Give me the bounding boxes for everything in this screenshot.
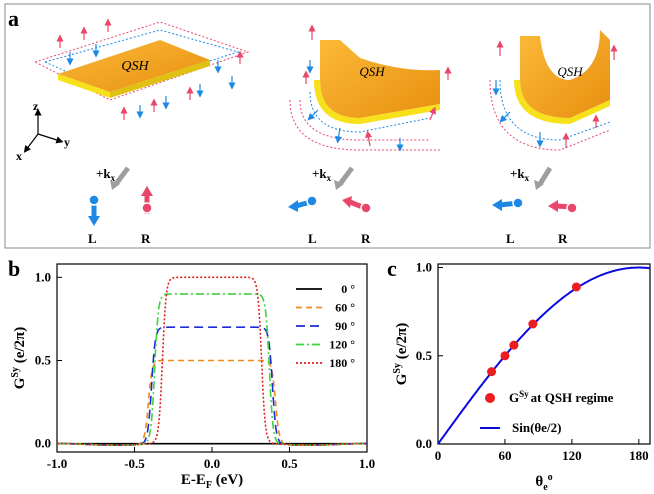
kx-label-1: +kx (96, 166, 116, 183)
legend-curve-label: Sin(θe/2) (512, 420, 561, 435)
legend-label: 0 ° (341, 282, 355, 296)
sin-curve (438, 266, 650, 444)
panel-b-xtick-label: 0.5 (281, 456, 298, 471)
panel-c-ytick-label: 0.0 (416, 436, 432, 451)
data-point (528, 319, 538, 329)
panel-b-xtick-label: -0.5 (124, 456, 145, 471)
panel-c-xtick-label: 120 (562, 448, 582, 463)
panel-b-ytick-label: 0.5 (35, 352, 52, 367)
panel-c-curves (438, 266, 650, 444)
label-R-2: R (361, 231, 371, 246)
axis-y-label: y (64, 135, 70, 149)
panel-c-ytick-label: 1.0 (416, 260, 432, 275)
panel-b-ytick-label: 0.0 (35, 436, 51, 451)
label-R-1: R (141, 231, 151, 246)
panel-b-legend: 0 ° 60 ° 90 ° 120 ° 180 ° (296, 282, 355, 370)
data-point (500, 351, 510, 361)
panel-a: a QSH (4, 3, 651, 249)
legend-label: 120 ° (329, 338, 355, 352)
label-L-2: L (308, 231, 317, 246)
data-point (571, 282, 581, 292)
panel-c-ylabel: GSy (e/2π) (392, 323, 410, 386)
coordinate-axes (23, 108, 64, 153)
flat-qsh-slab: QSH (33, 18, 250, 120)
panel-c-letter: c (387, 256, 397, 281)
spin-legend-1: +kx L R (88, 166, 153, 246)
label-L-1: L (88, 231, 97, 246)
panel-b-letter: b (8, 256, 20, 281)
legend-scatter-marker (485, 393, 495, 403)
label-L-3: L (506, 231, 515, 246)
flat-qsh-label: QSH (121, 59, 149, 74)
curved-qsh-slab-180: QSH (489, 30, 618, 151)
kx-label-2: +kx (312, 166, 332, 183)
panel-b-plot-frame (56, 263, 368, 453)
panel-b-ytick-label: 1.0 (35, 269, 51, 284)
panel-c-xlabel: θeo (535, 472, 552, 493)
data-point (487, 367, 497, 377)
panel-b-xtick-label: 0.0 (204, 456, 220, 471)
panel-c-xtick-label: 180 (629, 448, 649, 463)
series-line (57, 293, 367, 447)
panel-c-plot-frame (437, 263, 651, 445)
flat-spin-arrows (56, 18, 244, 120)
panel-c-ytick-label: 0.5 (416, 348, 433, 363)
panel-b-xtick-label: 1.0 (359, 456, 375, 471)
panel-b-ylabel: GSy (e/2π) (10, 327, 28, 390)
curved2-qsh-label: QSH (557, 64, 583, 79)
spin-legend-2: +kx L R (288, 166, 372, 246)
curved1-qsh-label: QSH (359, 64, 385, 79)
legend-label: 90 ° (335, 319, 355, 333)
panel-b-curves (57, 276, 367, 447)
panel-b-xtick-label: -1.0 (47, 456, 68, 471)
curved-qsh-slab-90: QSH (289, 24, 452, 152)
series-line (57, 359, 367, 447)
label-R-3: R (558, 231, 568, 246)
series-line (57, 326, 367, 447)
panel-b-ticks: -1.0 -0.5 0.0 0.5 1.0 0.0 0.5 1.0 (35, 269, 375, 471)
panel-b: b -1.0 -0.5 0.0 0.5 1.0 0.0 0.5 1.0 0 ° 60 ° 90 °… (8, 256, 375, 491)
spin-legend-3: +kx L R (492, 166, 578, 246)
legend-label: 180 ° (329, 356, 355, 370)
axis-x-label: x (16, 149, 22, 163)
panel-a-letter: a (8, 6, 19, 31)
data-point (509, 340, 519, 350)
legend-label: 60 ° (335, 301, 355, 315)
kx-label-3: +kx (510, 166, 530, 183)
axis-z-label: z (33, 99, 39, 113)
panel-c-xtick-label: 0 (435, 448, 442, 463)
panel-b-xlabel: E-EF (eV) (181, 472, 243, 491)
panel-c-ticks: 0 60 120 180 0.0 0.5 1.0 (416, 260, 649, 463)
panel-c-xtick-label: 60 (498, 448, 511, 463)
